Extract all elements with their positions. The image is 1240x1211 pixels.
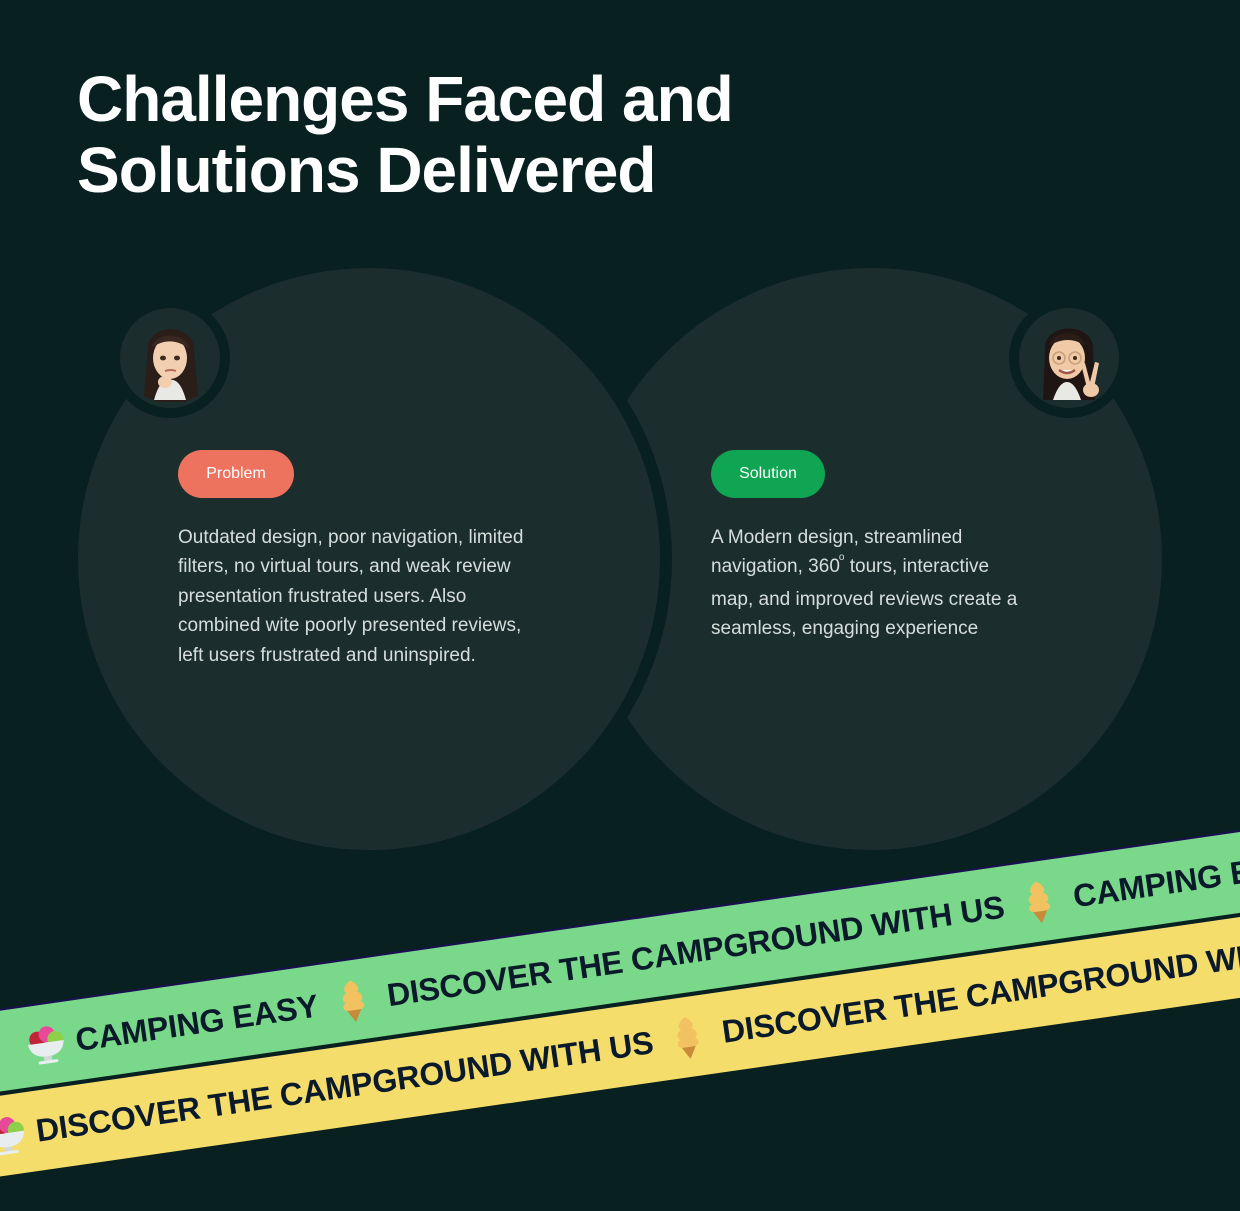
solution-line: navigation, 360o tours, interactive bbox=[711, 552, 1051, 584]
solution-description: A Modern design, streamlined navigation,… bbox=[711, 523, 1051, 644]
problem-line: Outdated design, poor navigation, limite… bbox=[178, 527, 524, 548]
soft-serve-cone-icon bbox=[668, 1013, 708, 1061]
problem-line: presentation frustrated users. Also bbox=[178, 585, 467, 607]
marquee-text: CAMPING EASY bbox=[1070, 843, 1240, 914]
soft-serve-cone-icon bbox=[1019, 877, 1059, 925]
thinking-woman-memoji-icon bbox=[120, 308, 220, 408]
peace-sign-woman-memoji-icon bbox=[1019, 308, 1119, 408]
problem-line: filters, no virtual tours, and weak revi… bbox=[178, 556, 511, 578]
problem-avatar bbox=[110, 298, 230, 418]
solution-line: seamless, engaging experience bbox=[711, 618, 979, 640]
title-line-2: Solutions Delivered bbox=[77, 134, 656, 206]
marquee-text: CAMPING EASY bbox=[73, 986, 321, 1058]
ice-cream-bowl-icon bbox=[0, 1112, 24, 1160]
solution-line: A Modern design, streamlined bbox=[711, 527, 963, 548]
solution-line-part: tours, interactive bbox=[844, 556, 990, 578]
marquee-band-green: CAMPING EASY DISCOVER THE CAMPGROUND WIT… bbox=[0, 814, 1240, 1108]
problem-line: left users frustrated and uninspired. bbox=[178, 644, 476, 666]
problem-line: combined wite poorly presented reviews, bbox=[178, 615, 522, 637]
solution-avatar bbox=[1009, 298, 1129, 418]
ice-cream-bowl-icon bbox=[21, 1021, 64, 1069]
problem-badge: Problem bbox=[178, 450, 294, 498]
title-line-1: Challenges Faced and bbox=[77, 63, 734, 135]
page-title: Challenges Faced and Solutions Delivered bbox=[77, 64, 837, 206]
problem-description: Outdated design, poor navigation, limite… bbox=[178, 523, 558, 670]
soft-serve-cone-icon bbox=[333, 976, 373, 1024]
solution-badge: Solution bbox=[711, 450, 825, 498]
degree-symbol: o bbox=[838, 552, 845, 564]
marquee-band-yellow: DISCOVER THE CAMPGROUND WITH US DISCOVER… bbox=[0, 899, 1240, 1193]
solution-line-part: navigation, 360 bbox=[711, 556, 840, 578]
solution-line: map, and improved reviews create a bbox=[711, 588, 1018, 610]
